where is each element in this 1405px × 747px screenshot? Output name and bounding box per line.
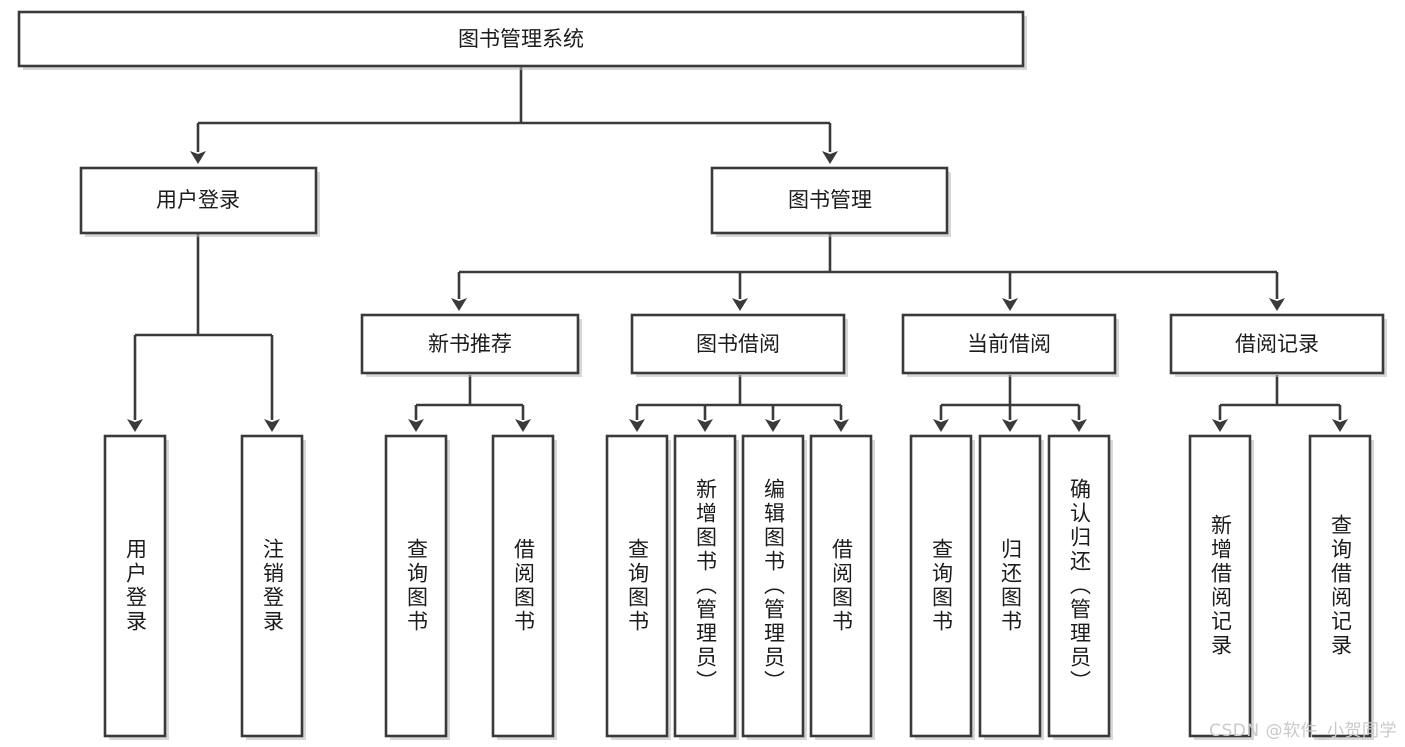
node-book-manage-label: 图书管理 xyxy=(788,188,872,212)
leaf-node[interactable] xyxy=(1047,434,1113,740)
node-borrow-record-label: 借阅记录 xyxy=(1235,332,1319,356)
node-new-book-rec[interactable]: 新书推荐 xyxy=(360,313,582,377)
connector-new-book-to-leaves xyxy=(408,375,531,432)
leaf-node[interactable] xyxy=(809,434,875,740)
connector-book-manage-to-level3 xyxy=(451,233,1285,311)
node-new-book-rec-label: 新书推荐 xyxy=(428,332,512,356)
leaf-node[interactable] xyxy=(103,434,169,740)
leaf-node[interactable] xyxy=(909,434,975,740)
node-book-manage[interactable]: 图书管理 xyxy=(710,166,951,237)
node-user-login-label: 用户登录 xyxy=(156,188,240,212)
connector-root-to-level2 xyxy=(190,66,838,164)
connector-current-borrow-to-leaves xyxy=(933,375,1087,432)
leaf-node[interactable] xyxy=(240,434,306,740)
node-root[interactable]: 图书管理系统 xyxy=(17,10,1027,70)
leaf-node[interactable] xyxy=(491,434,557,740)
leaf-node[interactable] xyxy=(978,434,1044,740)
leaf-node[interactable] xyxy=(673,434,739,740)
node-book-borrow-label: 图书借阅 xyxy=(696,332,780,356)
connector-user-login-to-leaves xyxy=(127,233,280,432)
leaf-node[interactable] xyxy=(384,434,450,740)
node-root-label: 图书管理系统 xyxy=(458,27,584,51)
node-user-login[interactable]: 用户登录 xyxy=(79,166,320,237)
node-current-borrow-label: 当前借阅 xyxy=(967,332,1051,356)
connector-borrow-record-to-leaves xyxy=(1212,375,1348,432)
watermark: CSDN @软件_小贺同学 xyxy=(1209,721,1397,741)
node-borrow-record[interactable]: 借阅记录 xyxy=(1169,313,1387,377)
node-book-borrow[interactable]: 图书借阅 xyxy=(630,313,848,377)
node-current-borrow[interactable]: 当前借阅 xyxy=(901,313,1119,377)
leaf-node[interactable] xyxy=(741,434,807,740)
leaf-node[interactable] xyxy=(1308,434,1374,740)
leaf-node[interactable] xyxy=(605,434,671,740)
connector-book-borrow-to-leaves xyxy=(629,375,849,432)
leaf-node[interactable] xyxy=(1188,434,1254,740)
